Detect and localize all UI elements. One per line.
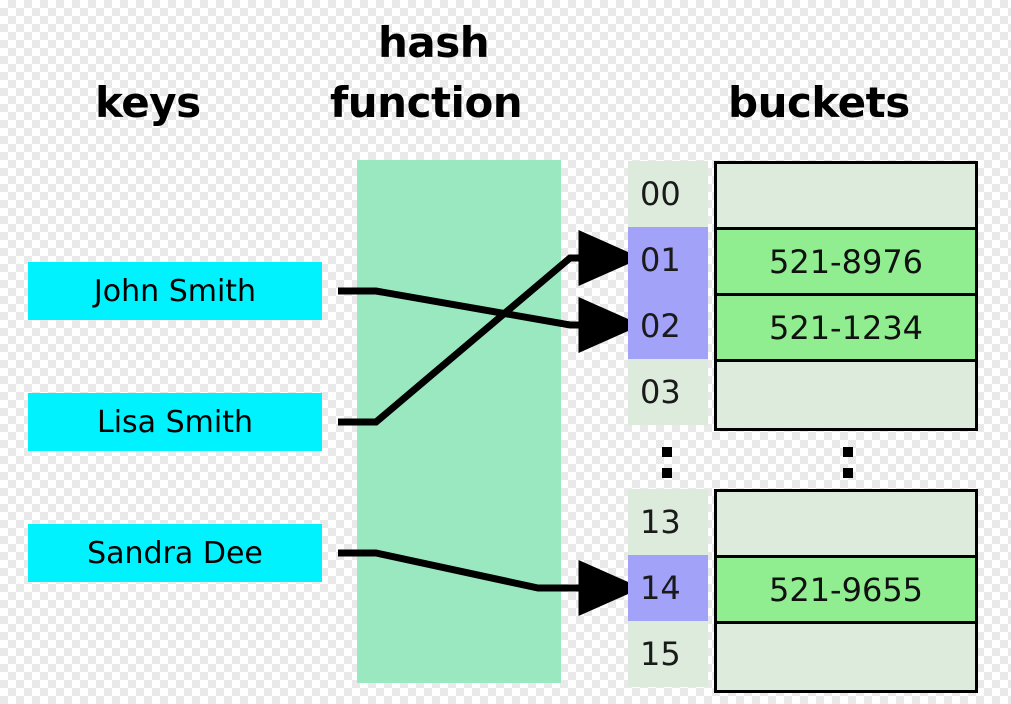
bucket-value: 521-9655: [768, 570, 924, 609]
index-cell-00[interactable]: 00: [628, 161, 708, 227]
bucket-cell-00[interactable]: [717, 164, 975, 230]
key-label: Lisa Smith: [97, 404, 253, 440]
index-cell-15[interactable]: 15: [628, 621, 708, 687]
index-label: 02: [640, 307, 681, 345]
index-label: 13: [640, 503, 681, 541]
key-box-lisa-smith[interactable]: Lisa Smith: [28, 393, 322, 451]
index-cell-13[interactable]: 13: [628, 489, 708, 555]
index-label: 01: [640, 241, 681, 279]
bucket-value: 521-8976: [768, 242, 924, 281]
index-label: 03: [640, 373, 681, 411]
bucket-group-top: 521-8976 521-1234: [714, 161, 978, 431]
bucket-value: 521-1234: [768, 308, 924, 347]
bucket-column-ellipsis-icon: [843, 447, 853, 478]
index-cell-14[interactable]: 14: [628, 555, 708, 621]
bucket-cell-13[interactable]: [717, 492, 975, 558]
bucket-cell-14[interactable]: 521-9655: [717, 558, 975, 624]
index-cell-02[interactable]: 02: [628, 293, 708, 359]
buckets-heading: buckets: [728, 78, 910, 127]
key-label: Sandra Dee: [87, 535, 263, 571]
bucket-cell-03[interactable]: [717, 362, 975, 428]
index-label: 00: [640, 175, 681, 213]
bucket-group-bottom: 521-9655: [714, 489, 978, 693]
index-cell-01[interactable]: 01: [628, 227, 708, 293]
index-cell-03[interactable]: 03: [628, 359, 708, 425]
hash-function-heading-line1: hash: [378, 18, 490, 67]
key-label: John Smith: [93, 273, 257, 309]
hash-function-heading-line2: function: [330, 78, 523, 127]
key-box-sandra-dee[interactable]: Sandra Dee: [28, 524, 322, 582]
index-label: 15: [640, 635, 681, 673]
bucket-cell-15[interactable]: [717, 624, 975, 690]
keys-heading: keys: [95, 78, 201, 127]
index-column-ellipsis-icon: [662, 447, 672, 478]
index-label: 14: [640, 569, 681, 607]
bucket-cell-02[interactable]: 521-1234: [717, 296, 975, 362]
key-box-john-smith[interactable]: John Smith: [28, 262, 322, 320]
bucket-cell-01[interactable]: 521-8976: [717, 230, 975, 296]
hash-function-column: [357, 160, 561, 683]
